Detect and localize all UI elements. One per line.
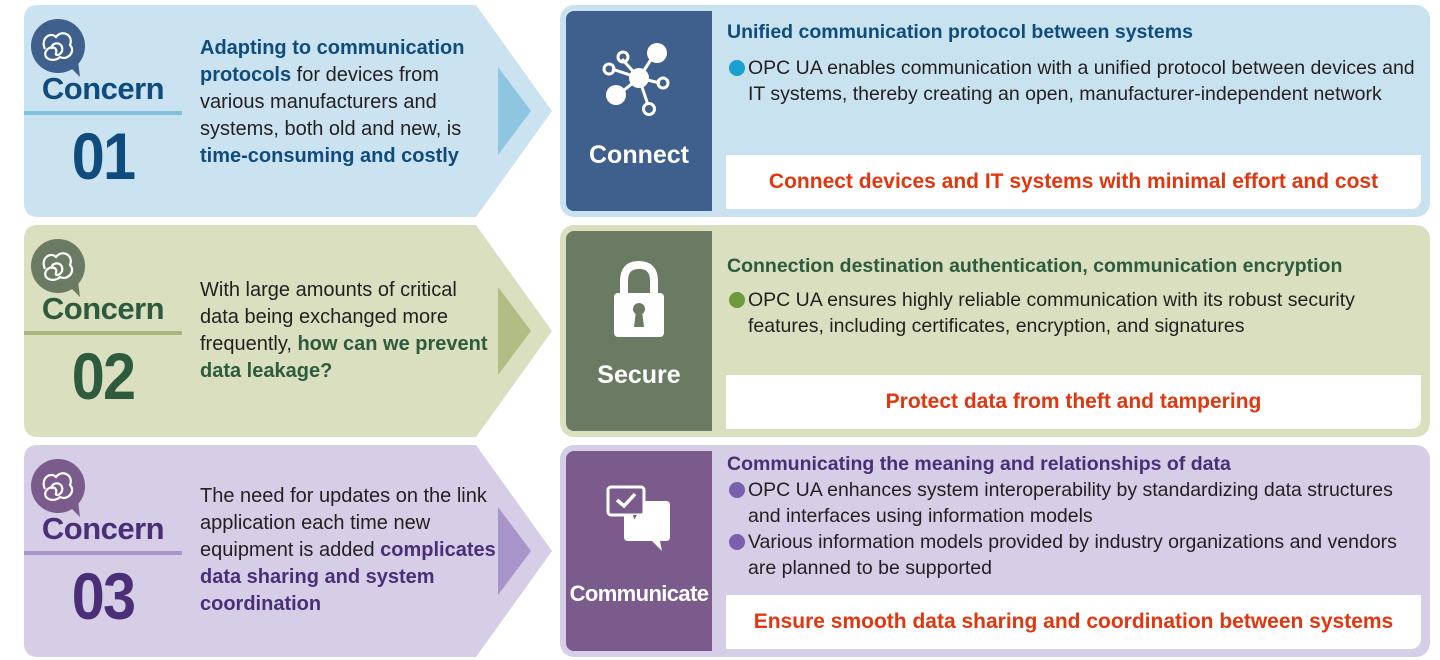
bullet-text: OPC UA enables communication with a unif…	[748, 57, 1415, 105]
concern-description: With large amounts of critical data bein…	[200, 277, 500, 385]
bullet-dot-icon	[729, 534, 745, 550]
solution-panel-communicate: Communicate Communicating the meaning an…	[560, 445, 1430, 657]
solution-bullet: Various information models provided by i…	[728, 529, 1418, 581]
concern-row-1: Concern 01 Adapting to communication pro…	[0, 5, 1440, 217]
solution-heading: Connection destination authentication, c…	[727, 255, 1343, 277]
solution-panel-secure: Secure Connection destination authentica…	[560, 225, 1430, 437]
padlock-icon	[614, 260, 664, 337]
concern-row-3: Concern 03 The need for updates on the l…	[0, 445, 1440, 657]
chat-check-icon	[606, 485, 670, 551]
concern-arrow-shape	[24, 225, 552, 437]
concern-text-part: Adapting to communication protocols	[200, 37, 465, 86]
solution-label: Connect	[589, 141, 689, 169]
solution-label: Communicate	[569, 581, 709, 606]
concern-text-part: for devices from various manufacturers a…	[200, 64, 462, 140]
solution-tile: Communicate	[566, 451, 712, 651]
worry-bubble-icon	[31, 19, 85, 77]
bullet-dot-icon	[729, 482, 745, 498]
concern-number: 03	[71, 559, 136, 633]
network-nodes-icon	[602, 43, 670, 116]
solution-bullet-list: OPC UA enables communication with a unif…	[728, 55, 1418, 107]
concern-card-1: Concern 01 Adapting to communication pro…	[24, 5, 552, 217]
solution-label: Secure	[597, 361, 681, 389]
concern-label: Concern	[41, 71, 165, 106]
solution-result: Protect data from theft and tampering	[726, 375, 1421, 429]
worry-bubble-icon	[31, 239, 85, 297]
bullet-dot-icon	[729, 292, 745, 308]
concern-arrow-shape	[24, 445, 552, 657]
solution-result: Connect devices and IT systems with mini…	[726, 155, 1421, 209]
concern-text-part: complicates data sharing and system coor…	[200, 539, 496, 615]
solution-panel-connect: Connect Unified communication protocol b…	[560, 5, 1430, 217]
concern-divider	[24, 551, 182, 555]
bullet-text: OPC UA ensures highly reliable communica…	[748, 289, 1355, 337]
solution-bullet: OPC UA enables communication with a unif…	[728, 55, 1418, 107]
concern-number: 02	[71, 339, 136, 413]
concern-description: Adapting to communication protocols for …	[200, 35, 500, 170]
concern-number: 01	[71, 119, 136, 193]
concern-text-part: With large amounts of critical data bein…	[200, 279, 457, 355]
solution-heading: Communicating the meaning and relationsh…	[727, 453, 1231, 475]
bullet-dot-icon	[729, 60, 745, 76]
solution-bullet-list: OPC UA ensures highly reliable communica…	[728, 287, 1418, 339]
concern-label: Concern	[41, 511, 165, 546]
concern-arrow-shape	[24, 5, 552, 217]
solution-heading: Unified communication protocol between s…	[727, 21, 1193, 43]
concern-divider	[24, 111, 182, 115]
bullet-text: Various information models provided by i…	[748, 531, 1397, 579]
worry-bubble-icon	[31, 459, 85, 517]
solution-bullet: OPC UA enhances system interoperability …	[728, 477, 1418, 529]
concern-row-2: Concern 02 With large amounts of critica…	[0, 225, 1440, 437]
solution-result: Ensure smooth data sharing and coordinat…	[726, 595, 1421, 649]
concern-text-part: The need for updates on the link applica…	[200, 485, 487, 561]
concern-text-part: how can we prevent data leakage?	[200, 333, 488, 382]
concern-label: Concern	[41, 291, 165, 326]
concern-divider	[24, 331, 182, 335]
bullet-text: OPC UA enhances system interoperability …	[748, 479, 1393, 527]
solution-bullet: OPC UA ensures highly reliable communica…	[728, 287, 1418, 339]
concern-description: The need for updates on the link applica…	[200, 483, 500, 618]
solution-tile: Connect	[566, 11, 712, 211]
concern-card-3: Concern 03 The need for updates on the l…	[24, 445, 552, 657]
concern-card-2: Concern 02 With large amounts of critica…	[24, 225, 552, 437]
solution-tile: Secure	[566, 231, 712, 431]
solution-bullet-list: OPC UA enhances system interoperability …	[728, 477, 1418, 581]
concern-text-part: time-consuming and costly	[200, 145, 459, 167]
